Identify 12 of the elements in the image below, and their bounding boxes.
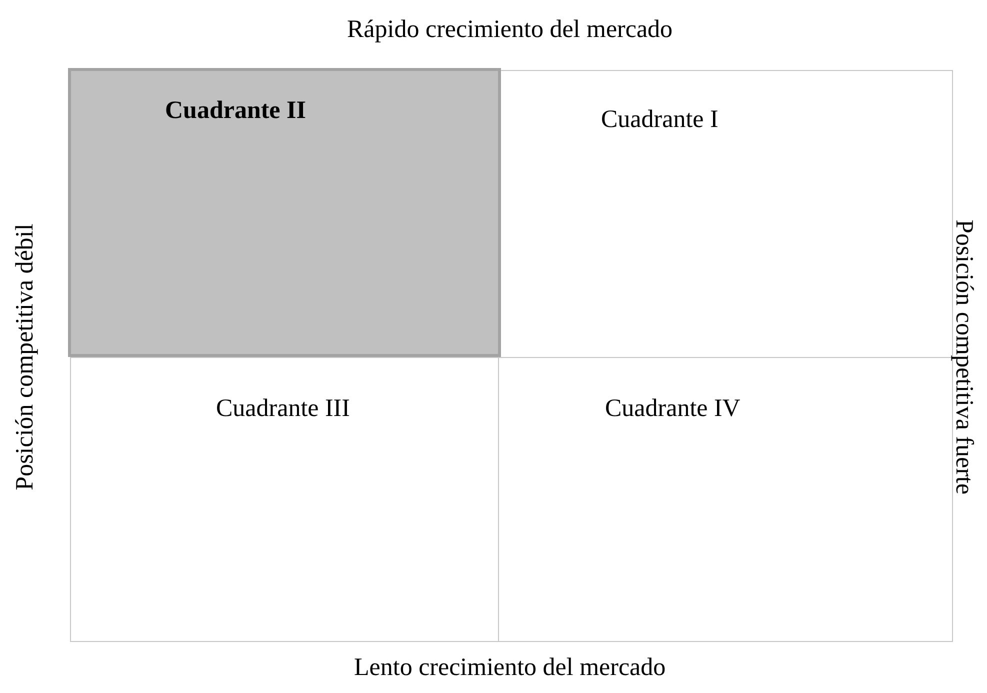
axis-label: Lento crecimiento del mercado xyxy=(354,654,666,682)
quadrant-title: Cuadrante I xyxy=(601,106,718,134)
axis-label: Rápido crecimiento del mercado xyxy=(347,16,673,44)
quadrant-cell xyxy=(500,70,953,358)
quadrant-cell xyxy=(70,357,499,642)
quadrant-cell xyxy=(68,68,501,357)
quadrant-title: Cuadrante IV xyxy=(605,395,740,423)
quadrant-title: Cuadrante II xyxy=(165,97,306,125)
quadrant-title: Cuadrante III xyxy=(216,395,350,423)
quadrant-cell xyxy=(498,357,953,642)
axis-label: Posición competitiva fuerte xyxy=(948,220,977,494)
axis-label: Posición competitiva débil xyxy=(10,224,39,490)
